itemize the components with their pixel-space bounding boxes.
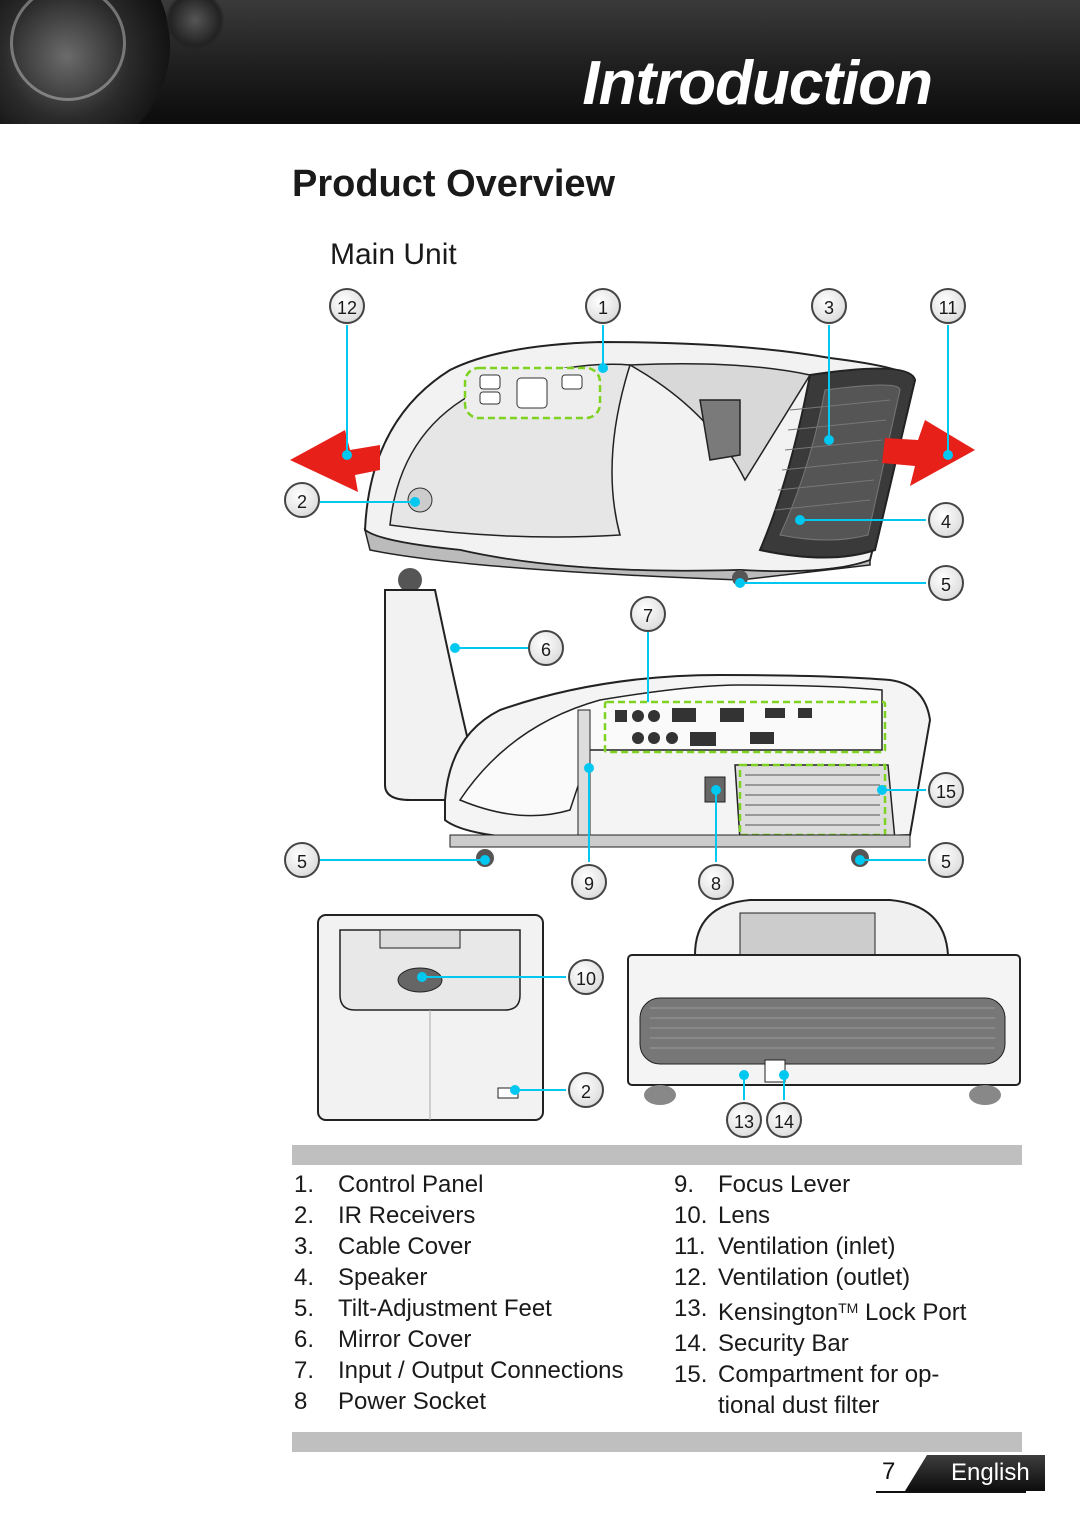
legend-item: 13.KensingtonTM Lock Port <box>674 1295 967 1326</box>
callout-1: 1 <box>585 288 621 324</box>
legend-item: 7.Input / Output Connections <box>294 1357 624 1384</box>
header-banner: Introduction <box>0 0 1080 124</box>
callout-7: 7 <box>630 596 666 632</box>
callout-15: 15 <box>928 772 964 808</box>
projector-rear-view <box>627 899 1021 1105</box>
legend-item: 6.Mirror Cover <box>294 1326 472 1353</box>
callout-6: 6 <box>528 630 564 666</box>
chapter-title: Introduction <box>582 49 933 118</box>
lens-ring-decoration <box>10 0 126 101</box>
legend-item: 9.Focus Lever <box>674 1171 851 1198</box>
legend-item: 15.Compartment for op- <box>674 1361 940 1388</box>
footer-underline <box>876 1491 1026 1493</box>
callout-5-right: 5 <box>928 842 964 878</box>
legend-item: 2.IR Receivers <box>294 1202 476 1229</box>
callout-2-top: 2 <box>284 482 320 518</box>
lens-decoration-small <box>165 0 225 50</box>
callout-11: 11 <box>930 288 966 324</box>
language-label: English <box>951 1459 1030 1486</box>
divider-bar-bottom <box>292 1432 1022 1452</box>
projector-top-view <box>290 340 975 592</box>
callout-12: 12 <box>329 288 365 324</box>
legend-right-column: 9.Focus Lever 10.Lens 11.Ventilation (in… <box>674 1169 1018 1421</box>
callout-3: 3 <box>811 288 847 324</box>
legend-item: 11.Ventilation (inlet) <box>674 1233 896 1260</box>
product-diagram: 12 1 3 11 2 4 5 7 6 15 5 5 9 8 10 2 13 1… <box>270 280 1030 1140</box>
page-title: Product Overview <box>292 163 616 205</box>
legend-item: 10.Lens <box>674 1202 771 1229</box>
callout-5-top: 5 <box>928 565 964 601</box>
projector-illustration <box>290 325 1021 1121</box>
divider-bar-top <box>292 1145 1022 1165</box>
language-tab: English <box>905 1455 1045 1491</box>
section-title: Main Unit <box>330 238 457 271</box>
callout-8: 8 <box>698 864 734 900</box>
legend-item: 1.Control Panel <box>294 1171 484 1198</box>
callout-13: 13 <box>726 1102 762 1138</box>
projector-side-view <box>384 589 932 867</box>
projector-front-view <box>317 914 544 1121</box>
callout-2-bottom: 2 <box>568 1072 604 1108</box>
legend-item: 5.Tilt-Adjustment Feet <box>294 1295 552 1322</box>
legend-item: 4.Speaker <box>294 1264 428 1291</box>
legend-item: tional dust filter <box>718 1392 880 1419</box>
legend-item: 14.Security Bar <box>674 1330 849 1357</box>
legend-item: 3.Cable Cover <box>294 1233 472 1260</box>
callout-4: 4 <box>928 502 964 538</box>
legend-left-column: 1.Control Panel 2.IR Receivers 3.Cable C… <box>292 1169 668 1417</box>
callout-10: 10 <box>568 959 604 995</box>
page-number: 7 <box>882 1458 896 1485</box>
callout-5-left: 5 <box>284 842 320 878</box>
callout-9: 9 <box>571 864 607 900</box>
callout-14: 14 <box>766 1102 802 1138</box>
legend-item: 12.Ventilation (outlet) <box>674 1264 911 1291</box>
